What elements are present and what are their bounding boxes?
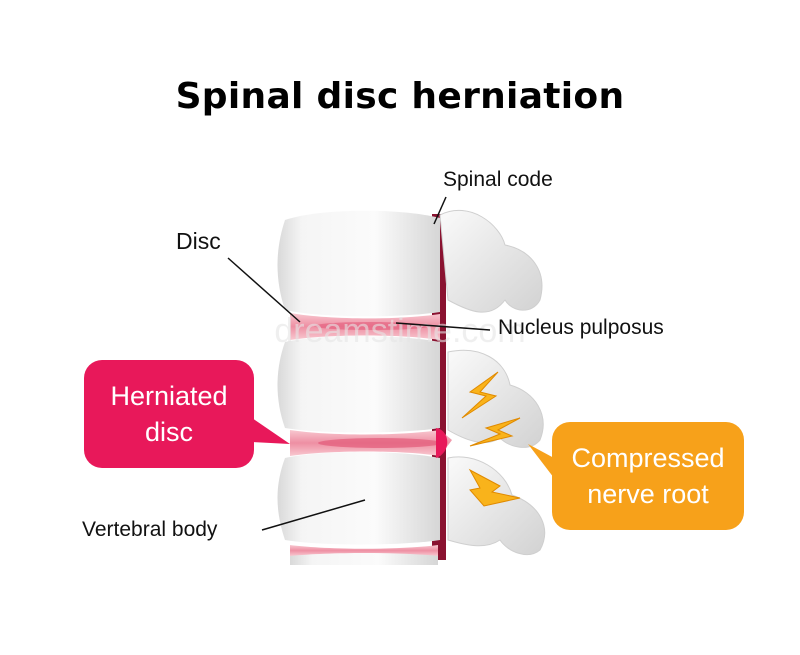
compressed-line1: Compressed — [571, 443, 725, 473]
vertebra-bottom-edge — [290, 551, 438, 565]
nucleus-herniated — [318, 438, 442, 448]
compressed-callout-shape — [528, 422, 744, 530]
vertebra-middle — [277, 336, 440, 433]
vertebral-processes — [439, 209, 546, 555]
disc-lower — [290, 545, 438, 556]
herniated-callout: Herniated disc — [84, 378, 254, 450]
herniation-bulge — [436, 428, 448, 458]
label-disc: Disc — [176, 228, 221, 254]
label-spinal-cord: Spinal code — [443, 168, 553, 191]
label-vertebral-body: Vertebral body — [82, 518, 218, 541]
watermark: dreamstime.com — [274, 312, 525, 350]
compressed-callout: Compressed nerve root — [552, 440, 744, 512]
leader-lines — [227, 196, 491, 531]
pain-bolts — [461, 371, 521, 507]
herniated-callout-shape — [84, 360, 290, 468]
vertebra-lower — [277, 452, 440, 545]
pain-bolt-icon — [468, 468, 521, 507]
compressed-line2: nerve root — [587, 479, 709, 509]
pain-bolt-icon — [461, 371, 499, 419]
label-nucleus: Nucleus pulposus — [498, 316, 664, 339]
vertebra-upper — [277, 210, 440, 317]
intervertebral-discs — [290, 313, 452, 556]
herniated-line2: disc — [144, 417, 193, 447]
herniated-line1: Herniated — [110, 381, 228, 411]
page-title: Spinal disc herniation — [175, 76, 625, 117]
pain-bolt-icon — [469, 417, 521, 447]
vertebral-bodies — [277, 210, 440, 565]
